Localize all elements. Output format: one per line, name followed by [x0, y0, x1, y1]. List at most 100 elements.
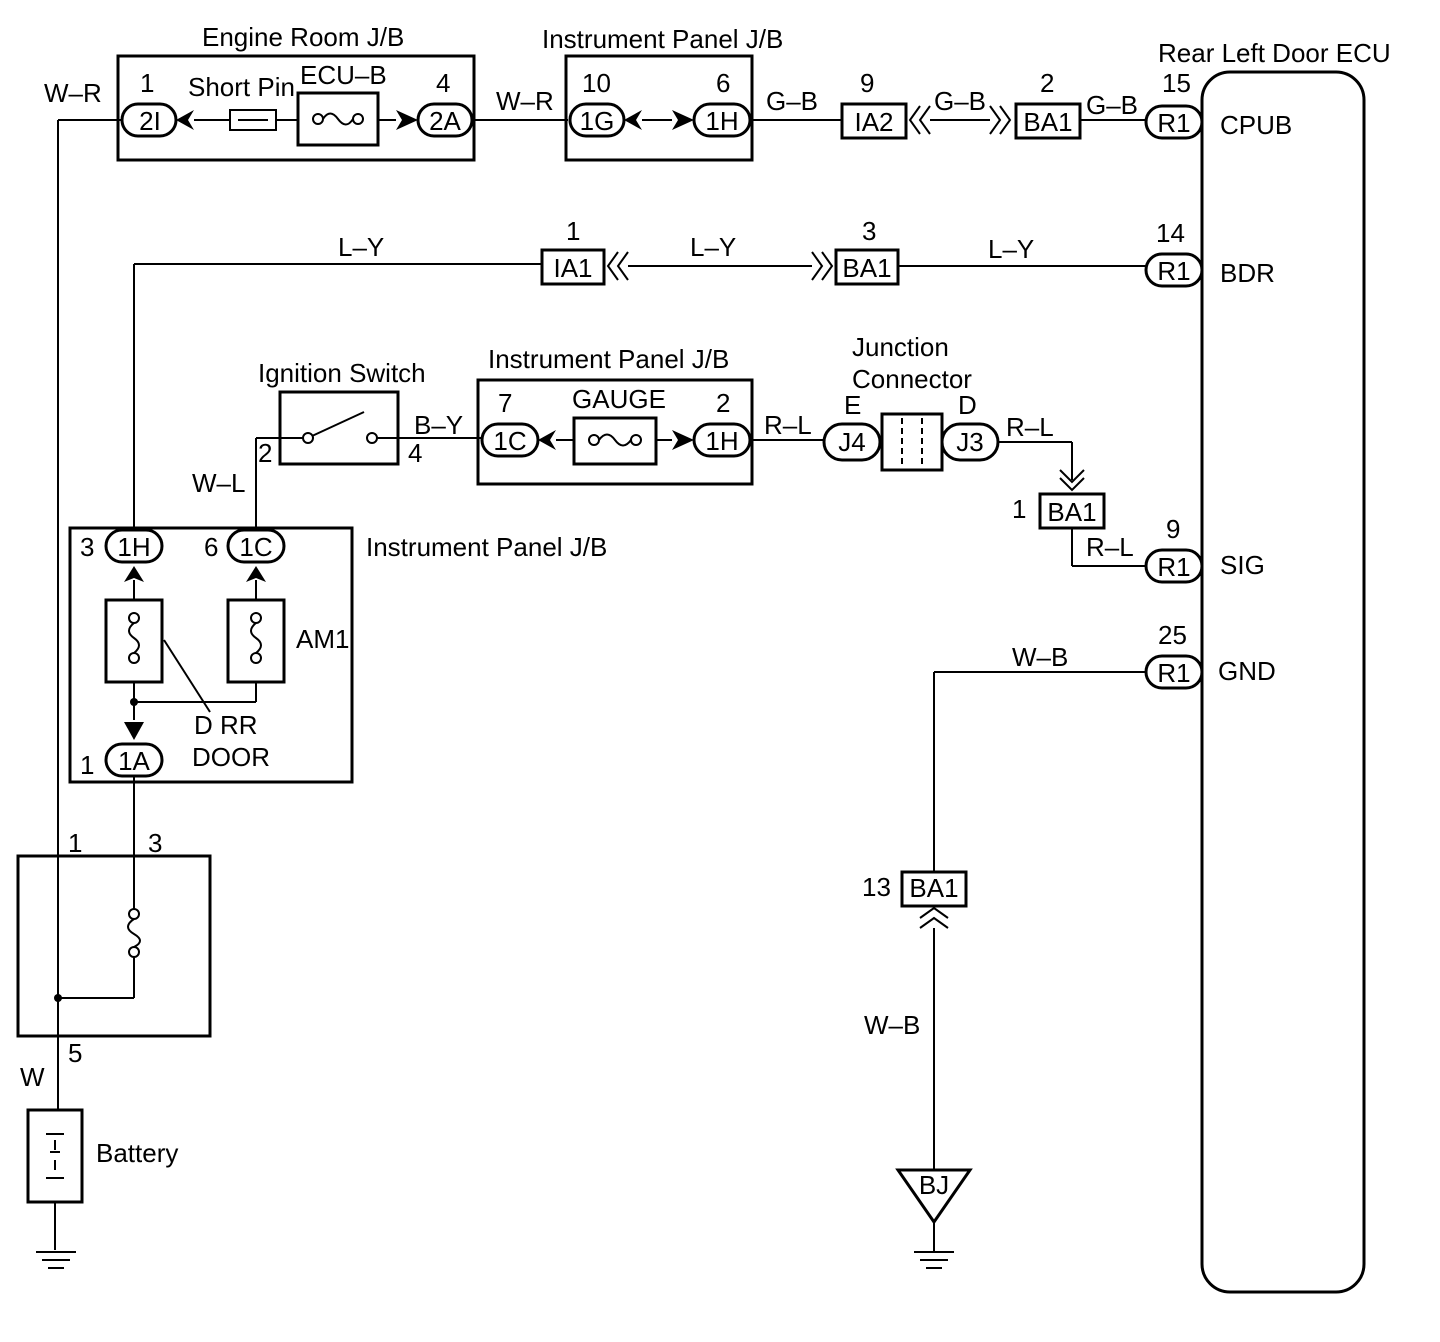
- pin-25-gnd: 25: [1158, 620, 1187, 650]
- pin-1-ba1: 1: [1012, 494, 1026, 524]
- pin-6-1c: 6: [204, 532, 218, 562]
- junction-connector-box: [880, 412, 944, 472]
- pin-15-cpub: 15: [1162, 68, 1191, 98]
- wire-r-l-2: R–L: [1006, 412, 1054, 442]
- connector-1h-top-label: 1H: [705, 106, 738, 136]
- pin-3-1h: 3: [80, 532, 94, 562]
- connector-j4: [822, 422, 882, 462]
- am1-label: AM1: [296, 624, 349, 654]
- connector-r1-bdr: [1144, 252, 1204, 288]
- instrument-panel-jb-top-box: [564, 54, 754, 162]
- connector-j3-label: J3: [956, 427, 983, 457]
- ignition-switch-box: [278, 390, 400, 466]
- wire-w-b-1: W–B: [1012, 642, 1068, 672]
- pin-9-ia2: 9: [860, 68, 874, 98]
- instrument-panel-jb-mid-label: Instrument Panel J/B: [488, 344, 729, 374]
- pin-2-ign: 2: [258, 438, 272, 468]
- short-pin-label: Short Pin: [188, 72, 295, 102]
- pin-1-2i: 1: [140, 68, 154, 98]
- wire-l-y-3: L–Y: [988, 234, 1034, 264]
- rear-left-door-ecu-box: [1200, 70, 1366, 1294]
- pin-1-1a: 1: [80, 750, 94, 780]
- terminal-bdr: BDR: [1220, 258, 1275, 288]
- arrow-2a: [396, 110, 418, 130]
- connector-r1-sig: [1144, 548, 1204, 584]
- pin-1-ia1: 1: [566, 216, 580, 246]
- pin-2-1h: 2: [716, 388, 730, 418]
- pin-6-1h: 6: [716, 68, 730, 98]
- pin-4-ign: 4: [408, 438, 422, 468]
- wire-l-y-2: L–Y: [690, 232, 736, 262]
- pin-d-j3: D: [958, 390, 977, 420]
- connector-ba1-rl-label: BA1: [1047, 497, 1096, 527]
- pin-9-sig: 9: [1166, 514, 1180, 544]
- ecu-b-label: ECU–B: [300, 60, 387, 90]
- connector-1g-label: 1G: [580, 106, 615, 136]
- wire-r-l-3: R–L: [1086, 532, 1134, 562]
- pin-3-ba1: 3: [862, 216, 876, 246]
- instrument-panel-jb-left-label: Instrument Panel J/B: [366, 532, 607, 562]
- wire-g-b-3: G–B: [1086, 90, 1138, 120]
- wire-l-y-1: L–Y: [338, 232, 384, 262]
- wire-r-l-1: R–L: [764, 410, 812, 440]
- gauge-label: GAUGE: [572, 384, 666, 414]
- connector-r1-gnd-label: R1: [1157, 658, 1190, 688]
- ground-symbol-left: [36, 1251, 76, 1269]
- pin-5-fl: 5: [68, 1038, 82, 1068]
- rear-left-door-ecu-label: Rear Left Door ECU: [1158, 38, 1391, 68]
- wire-w: W: [20, 1062, 45, 1092]
- connector-r1-cpub-label: R1: [1157, 108, 1190, 138]
- instrument-panel-jb-top-label: Instrument Panel J/B: [542, 24, 783, 54]
- wire-w-l: W–L: [192, 468, 245, 498]
- battery-label: Battery: [96, 1138, 178, 1168]
- ground-point-bj: [895, 1168, 973, 1225]
- wire-w-b-2: W–B: [864, 1010, 920, 1040]
- junction-connector-label-2: Connector: [852, 364, 972, 394]
- pin-10-1g: 10: [582, 68, 611, 98]
- instrument-panel-jb-mid-box: [476, 378, 754, 486]
- connector-1h-mid-label: 1H: [705, 426, 738, 456]
- battery-box: [26, 1108, 84, 1204]
- engine-room-jb-box: [116, 54, 476, 162]
- pin-2-ba1: 2: [1040, 68, 1054, 98]
- connector-ia1: [540, 248, 606, 286]
- connector-ba1-top-label: BA1: [1023, 107, 1072, 137]
- pin-e-j4: E: [844, 390, 861, 420]
- pin-4-2a: 4: [436, 68, 450, 98]
- wire-g-b-1: G–B: [766, 86, 818, 116]
- junction-connector-label-1: Junction: [852, 332, 949, 362]
- wire-b-y: B–Y: [414, 410, 463, 440]
- pin-1-fl: 1: [68, 828, 82, 858]
- terminal-cpub: CPUB: [1220, 110, 1292, 140]
- connector-ba1-wb: [900, 870, 968, 908]
- connector-ba1-wb-label: BA1: [909, 873, 958, 903]
- ground-symbol-right: [914, 1251, 954, 1269]
- pin-3-fl: 3: [148, 828, 162, 858]
- connector-1c-left: [226, 528, 286, 564]
- instrument-panel-jb-left-box: [68, 526, 354, 784]
- fusible-link-box: [16, 854, 212, 1038]
- connector-1c-left-label: 1C: [239, 532, 272, 562]
- door-label: DOOR: [192, 742, 270, 772]
- pin-13-ba1: 13: [862, 872, 891, 902]
- pin-14-bdr: 14: [1156, 218, 1185, 248]
- connector-1c-mid-label: 1C: [493, 426, 526, 456]
- ignition-switch-label: Ignition Switch: [258, 358, 426, 388]
- connector-r1-cpub: [1144, 104, 1204, 140]
- engine-room-jb-label: Engine Room J/B: [202, 22, 404, 52]
- terminal-gnd: GND: [1218, 656, 1276, 686]
- connector-ia2-label: IA2: [854, 107, 893, 137]
- terminal-sig: SIG: [1220, 550, 1265, 580]
- connector-ia1-label: IA1: [553, 253, 592, 283]
- connector-j4-label: J4: [838, 427, 865, 457]
- d-rr-label: D RR: [194, 710, 258, 740]
- connector-1h-left-label: 1H: [117, 532, 150, 562]
- pin-7-1c: 7: [498, 388, 512, 418]
- ground-point-bj-label: BJ: [919, 1170, 949, 1200]
- connector-r1-bdr-label: R1: [1157, 256, 1190, 286]
- connector-ia2: [840, 102, 908, 140]
- battery-icon: [46, 1133, 64, 1179]
- wire-w-r-2: W–R: [496, 86, 554, 116]
- connector-ba1-ly-label: BA1: [842, 253, 891, 283]
